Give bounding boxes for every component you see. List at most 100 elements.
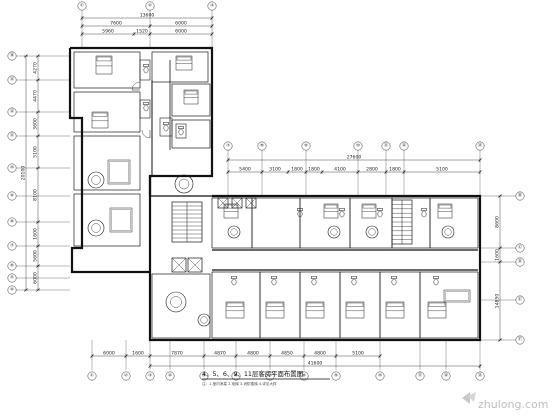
axis-circle: [515, 335, 525, 345]
axis-circle: [7, 107, 17, 117]
axis-circle: [441, 371, 451, 381]
axis-label: ⑥: [234, 373, 238, 379]
dim-text: 1800: [308, 167, 320, 173]
bed-pillow: [266, 302, 284, 307]
sofa-seat: [445, 291, 469, 301]
toilet-bowl: [311, 278, 317, 286]
axis-label: ⑧: [10, 219, 14, 225]
table-inner: [91, 223, 101, 233]
west-wing-wall: [70, 46, 214, 332]
bed-icon: [361, 203, 377, 219]
dim-text: 20100: [20, 166, 26, 181]
dim-text: 4270: [32, 62, 38, 74]
axis-top-3: ③: [207, 1, 217, 11]
bed-frame: [175, 55, 193, 71]
bed-frame: [305, 301, 325, 319]
axis-left-7: ⑧: [7, 217, 17, 227]
toilet-tank: [433, 276, 439, 279]
toilet-tank: [339, 208, 345, 211]
bed-pillow: [386, 302, 404, 307]
axis-label: ⑭: [10, 52, 15, 59]
axis-left-9: ⑥: [7, 261, 17, 271]
dim-text: 1600: [132, 351, 144, 357]
dim-slash: [320, 170, 324, 174]
dim-east-overall: 27600: [226, 155, 482, 162]
toilet-tank: [351, 276, 357, 279]
axis-label: ⑦: [10, 243, 14, 249]
axis-label: ⑤: [202, 373, 206, 379]
toilet-icon: [351, 276, 357, 286]
axis-label: Ⓔ: [518, 296, 523, 303]
corner-suite: [151, 273, 211, 339]
axis-left-10: ⑤: [7, 273, 17, 283]
elevator-shaft: [187, 257, 203, 273]
west-bath-3: [159, 117, 173, 137]
dim-text: 4800: [314, 351, 326, 357]
axis-label: ⑬: [10, 76, 15, 83]
dim-text: 41600: [308, 361, 323, 367]
sofa-icon: [109, 207, 133, 233]
bed-frame: [437, 203, 453, 219]
dim-text: 13600: [140, 13, 155, 19]
dim-text: 4470: [32, 90, 38, 102]
elevator-icon: [217, 197, 229, 209]
axis-circle: [7, 163, 17, 173]
axis-east-1: ⑦: [223, 141, 233, 151]
dim-text: 3100: [269, 167, 281, 173]
axis-circle: [7, 131, 17, 141]
axis-circle: [199, 371, 209, 381]
axis-circle: [207, 1, 217, 11]
axis-label: ⑬: [478, 142, 483, 149]
west-bath-2: [139, 99, 151, 119]
axis-label: Ⓓ: [518, 258, 523, 265]
north-room-4: [349, 197, 393, 249]
table-top: [327, 225, 341, 239]
axis-label: ⑪: [384, 142, 389, 149]
toilet-tank: [421, 208, 427, 211]
axis-east-7: ⑬: [475, 142, 485, 151]
axis-circle: [257, 141, 267, 151]
table-top: [441, 225, 455, 239]
table-inner: [230, 228, 238, 236]
toilet-bowl: [271, 278, 277, 286]
door-swing-icon: [131, 81, 141, 91]
bed-icon: [427, 301, 447, 319]
axis-circle: [145, 371, 155, 381]
elevator-shaft: [217, 197, 229, 209]
bed-frame: [223, 203, 239, 219]
dim-left-overall: 20100: [20, 54, 28, 292]
toilet-bowl: [297, 210, 303, 218]
elevator-cross-2: [231, 197, 243, 209]
dim-text: 4870: [214, 351, 226, 357]
axis-label: ⑪: [418, 372, 423, 379]
axis-left-2: ⑬: [7, 76, 17, 85]
bed-icon: [225, 301, 245, 319]
table-inner: [444, 228, 452, 236]
axis-circle: [515, 257, 525, 267]
table-inner: [200, 316, 208, 324]
axis-label: ⑫: [444, 372, 449, 379]
dim-text: 1520: [136, 29, 148, 35]
axis-bottom-7: ⑦: [265, 371, 275, 381]
bed-frame: [265, 301, 285, 319]
dim-text: 1800: [389, 167, 401, 173]
toilet-tank: [311, 276, 317, 279]
toilet-bowl: [377, 210, 383, 218]
axis-label: ⑧: [260, 143, 264, 149]
dim-text: 5100: [352, 351, 364, 357]
dim-top-overall: 13600: [80, 13, 214, 20]
axis-top-2: ②: [145, 1, 155, 11]
elevator-cross-2: [217, 197, 229, 209]
axis-circle: [7, 217, 17, 227]
elevator-shaft: [245, 197, 257, 209]
toilet-tank: [391, 276, 397, 279]
axis-label: ⑨: [10, 193, 14, 199]
axis-circle: [415, 371, 425, 381]
bed-frame: [345, 301, 365, 319]
axis-circle: [399, 141, 409, 151]
west-room-3: [73, 135, 141, 191]
toilet-bowl: [178, 128, 184, 136]
toilet-icon: [421, 208, 427, 218]
